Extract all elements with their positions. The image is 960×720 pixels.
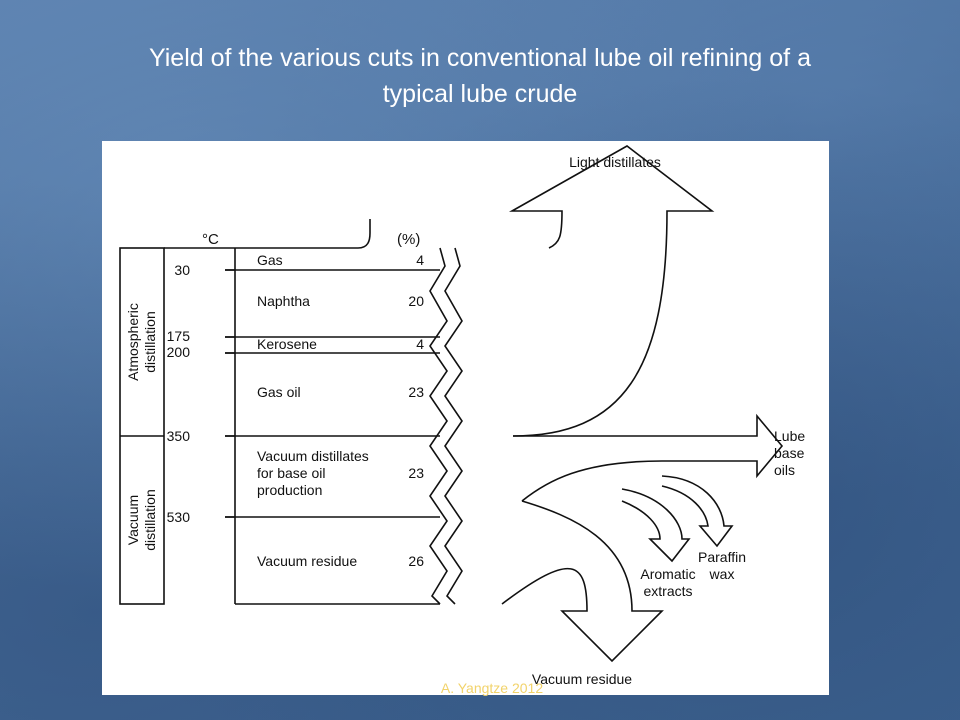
temp-unit-label: °C: [202, 231, 219, 248]
cut-name: Gas oil: [257, 384, 301, 400]
footer-text: A. Yangtze 2012: [440, 680, 544, 696]
paraffin-wax-arrow: [661, 475, 734, 548]
cut-name: Kerosene: [257, 336, 317, 352]
zigzag-break-left: [444, 247, 463, 605]
title-line-2: typical lube crude: [382, 80, 578, 108]
diagram-svg: °C (%) 30 175 200 350 530 Atmospheric di…: [119, 145, 805, 687]
top-connector: [164, 214, 369, 248]
cut-yield: 4: [416, 336, 424, 352]
output-lube-line1: Lube: [774, 428, 805, 444]
section-atmospheric-line1: Atmospheric: [125, 303, 141, 381]
output-paraffin-line1: Paraffin: [698, 549, 746, 565]
output-aromatic-line1: Aromatic: [640, 566, 695, 582]
output-aromatic-line2: extracts: [643, 583, 692, 599]
cut-name: Naphtha: [257, 293, 310, 309]
cut-name: production: [257, 482, 322, 498]
section-bracket: [119, 247, 165, 605]
cut-name: Vacuum distillates: [257, 448, 369, 464]
output-vacuum-residue: Vacuum residue: [532, 671, 632, 687]
cut-yield: 4: [416, 252, 424, 268]
output-paraffin-line2: wax: [709, 566, 735, 582]
cut-name: for base oil: [257, 465, 325, 481]
output-light-distillates: Light distillates: [569, 154, 661, 170]
refining-diagram: °C (%) 30 175 200 350 530 Atmospheric di…: [102, 141, 829, 695]
percent-unit-label: (%): [397, 231, 420, 248]
cut-name: Vacuum residue: [257, 553, 357, 569]
output-lube-line2: base: [774, 445, 805, 461]
title-line-1: Yield of the various cuts in conventiona…: [149, 44, 811, 72]
section-vacuum-line2: distillation: [142, 489, 158, 550]
temp-label: 175: [167, 328, 191, 344]
aromatic-extracts-arrow: [621, 488, 691, 563]
cut-yield: 20: [408, 293, 424, 309]
cut-yield: 26: [408, 553, 424, 569]
cut-yield: 23: [408, 384, 424, 400]
section-vacuum-line1: Vacuum: [125, 495, 141, 545]
slide-title: Yield of the various cuts in conventiona…: [40, 40, 920, 112]
light-distillates-arrow: [508, 145, 715, 437]
temp-label: 200: [167, 344, 191, 360]
lube-oils-arrow: [513, 413, 784, 502]
cut-name: Gas: [257, 252, 283, 268]
cut-yield: 23: [408, 465, 424, 481]
zigzag-break-right: [429, 247, 448, 605]
vacuum-residue-arrow: [501, 500, 664, 663]
temp-label: 30: [174, 262, 190, 278]
temp-label: 350: [167, 428, 191, 444]
temp-label: 530: [167, 509, 191, 525]
section-atmospheric-line2: distillation: [142, 311, 158, 372]
top-boundary: [164, 219, 371, 249]
output-lube-line3: oils: [774, 462, 795, 478]
